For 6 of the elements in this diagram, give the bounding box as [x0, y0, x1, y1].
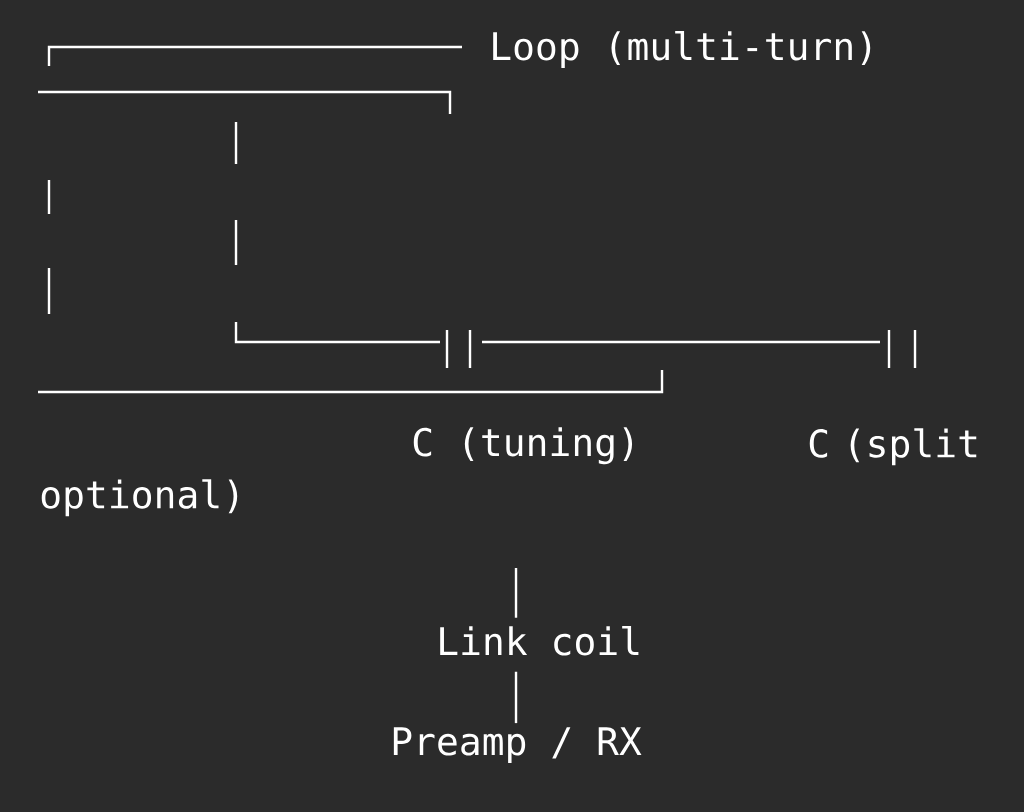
label-text: Loop (multi-turn): [493, 30, 871, 68]
connector-line: [514, 568, 518, 618]
component-label: Preamp / RX: [393, 727, 642, 763]
connector-line: [514, 671, 518, 724]
label-text: C (tuning): [413, 427, 633, 465]
component-label: Link coil: [440, 625, 639, 656]
